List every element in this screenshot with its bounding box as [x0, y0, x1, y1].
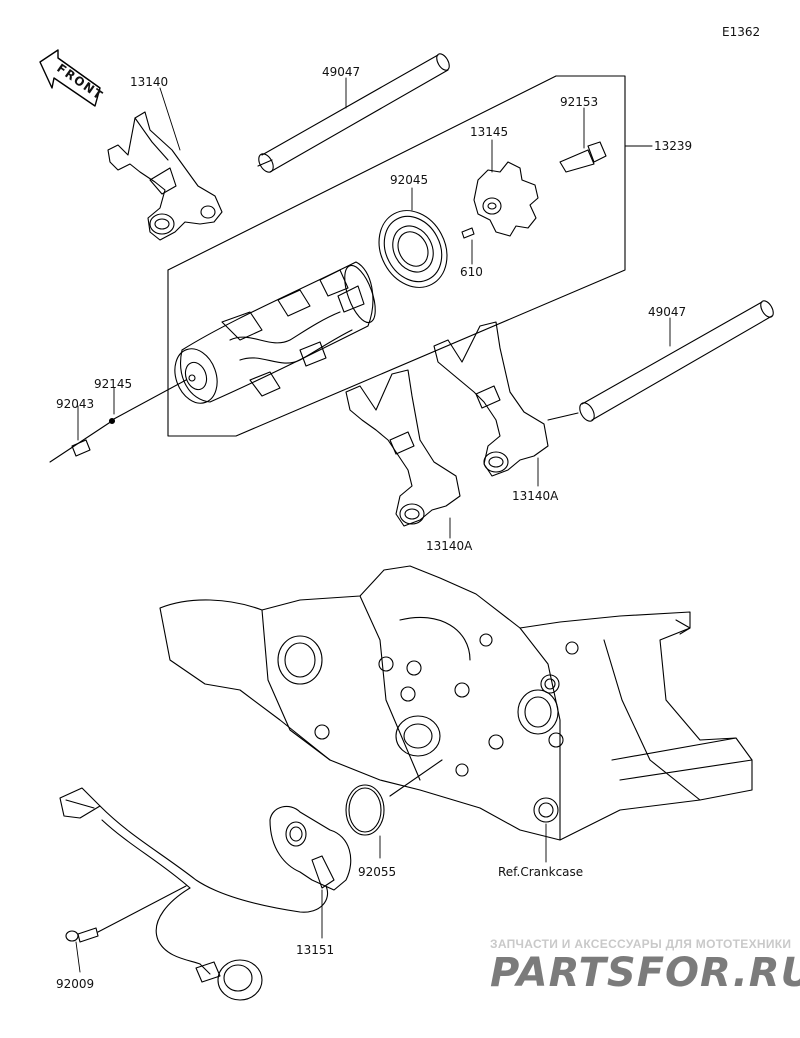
callout-92009: 92009 [56, 977, 94, 991]
callout-13239: 13239 [654, 139, 692, 153]
diagram-id: E1362 [722, 25, 760, 39]
shift-fork-13140 [107, 111, 223, 241]
pin-92043 [49, 420, 113, 463]
sensor-harness [59, 787, 328, 1001]
callout-92055: 92055 [358, 865, 396, 879]
bolt-92009 [65, 885, 187, 943]
callout-92153: 92153 [560, 95, 598, 109]
front-label: FRONT [54, 61, 106, 103]
sensor-13151 [269, 805, 352, 891]
callout-92045: 92045 [390, 173, 428, 187]
callout-13151: 13151 [296, 943, 334, 957]
leader-lines [75, 77, 671, 973]
callout-49047-top: 49047 [322, 65, 360, 79]
callout-13140: 13140 [130, 75, 168, 89]
drum-cam-13145 [473, 161, 539, 237]
bolt-92153 [559, 141, 607, 173]
callout-13140A-right: 13140A [512, 489, 559, 503]
callout-92043: 92043 [56, 397, 94, 411]
watermark-logo: PARTSFOR.RU [490, 950, 800, 996]
crankcase [159, 565, 753, 841]
shift-drum [174, 261, 376, 404]
callout-ref-crankcase: Ref.Crankcase [498, 865, 583, 879]
callout-92145: 92145 [94, 377, 132, 391]
callout-13145: 13145 [470, 125, 508, 139]
shift-rod-49047-upper [257, 53, 450, 173]
front-arrow-icon [39, 49, 101, 107]
o-ring-92055 [345, 784, 385, 836]
assembly-bracket-13239 [167, 75, 653, 437]
shift-fork-13140A-right [433, 321, 549, 477]
bearing-92045 [378, 210, 448, 288]
callout-610: 610 [460, 265, 483, 279]
shift-rod-49047-right [547, 300, 774, 422]
callout-13140A-left: 13140A [426, 539, 473, 553]
shift-fork-13140A-left [345, 369, 461, 527]
watermark-tagline: ЗАПЧАСТИ И АКСЕССУАРЫ ДЛЯ МОТОТЕХНИКИ [490, 937, 791, 951]
pin-610 [461, 227, 475, 239]
callout-49047-right: 49047 [648, 305, 686, 319]
